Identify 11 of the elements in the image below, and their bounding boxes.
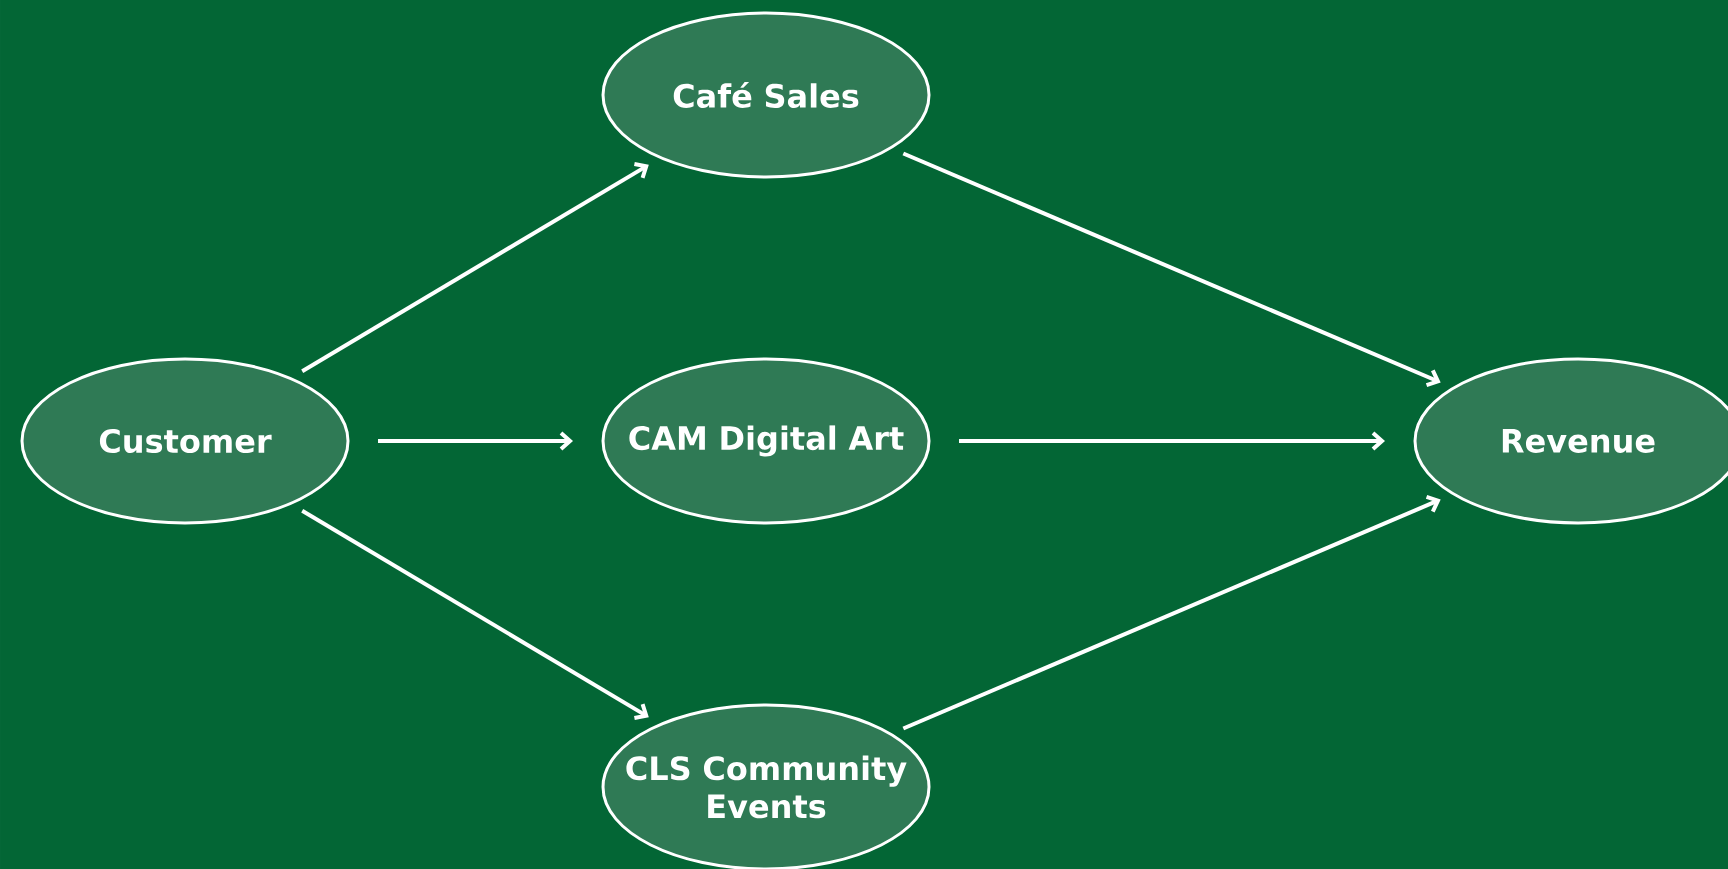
arrow <box>301 509 649 720</box>
arrow <box>902 151 1441 388</box>
arrow <box>301 162 649 373</box>
ellipse-node: Café Sales <box>601 11 931 179</box>
arrow <box>902 494 1441 731</box>
ellipse-node: Revenue <box>1413 357 1728 525</box>
arrow <box>378 431 573 451</box>
arrow <box>959 431 1385 451</box>
ellipse-node: CLS Community Events <box>601 703 931 869</box>
ellipse-node: CAM Digital Art <box>601 357 931 525</box>
ellipse-node: Customer <box>20 357 350 525</box>
